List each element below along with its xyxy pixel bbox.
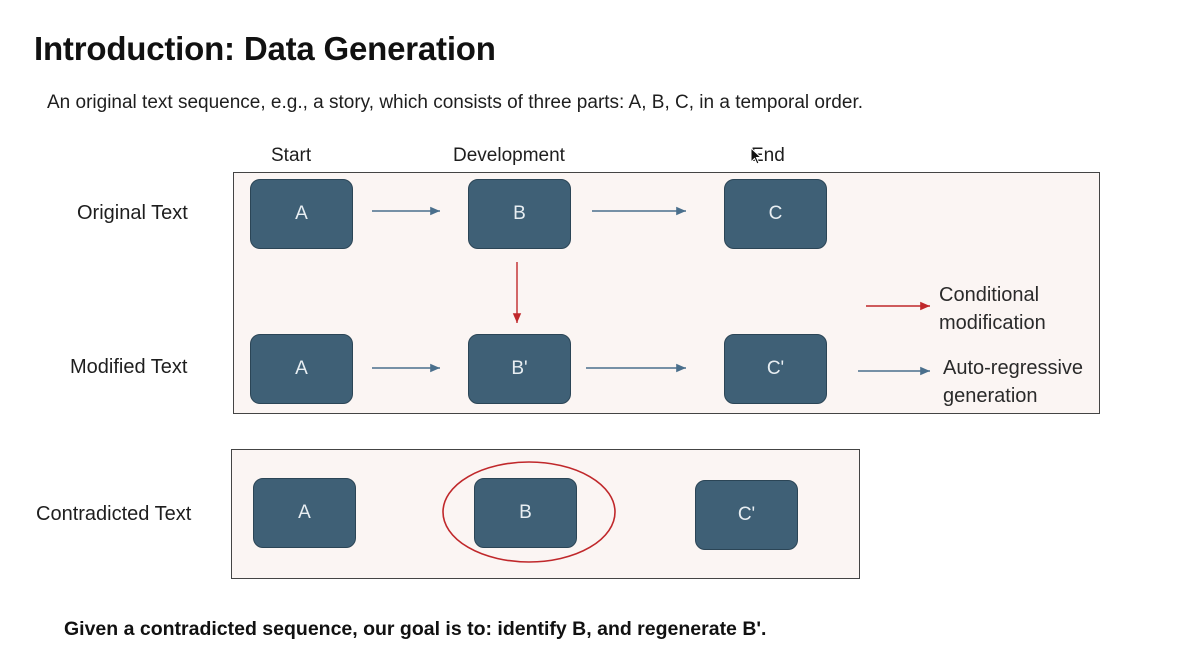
node-contradicted-b: B	[474, 478, 577, 548]
legend-autoregressive-line1: Auto-regressive	[943, 357, 1084, 379]
slide-title: Introduction: Data Generation	[34, 30, 496, 67]
node-contradicted-c-prime: C'	[695, 480, 798, 550]
column-label-development: Development	[453, 145, 565, 166]
column-label-end: End	[751, 145, 785, 166]
row-label-original: Original Text	[77, 202, 188, 224]
column-label-start: Start	[271, 145, 312, 166]
node-modified-b-prime: B'	[468, 334, 571, 404]
row-label-contradicted: Contradicted Text	[36, 503, 192, 525]
row-label-modified: Modified Text	[70, 356, 188, 378]
goal-statement: Given a contradicted sequence, our goal …	[64, 618, 767, 640]
legend-conditional-line1: Conditional	[939, 284, 1040, 306]
node-original-b: B	[468, 179, 571, 249]
sequence-panel-top	[233, 172, 1100, 414]
legend-conditional-line2: modification	[939, 312, 1046, 334]
legend-conditional-label: Conditional modification	[939, 281, 1046, 337]
slide-subtitle: An original text sequence, e.g., a story…	[47, 92, 863, 113]
node-original-c: C	[724, 179, 827, 249]
mouse-cursor-icon	[750, 147, 762, 165]
node-original-a: A	[250, 179, 353, 249]
node-modified-a: A	[250, 334, 353, 404]
legend-autoregressive-label: Auto-regressive generation	[943, 354, 1083, 410]
legend-autoregressive-line2: generation	[943, 385, 1038, 407]
node-modified-c-prime: C'	[724, 334, 827, 404]
node-contradicted-a: A	[253, 478, 356, 548]
